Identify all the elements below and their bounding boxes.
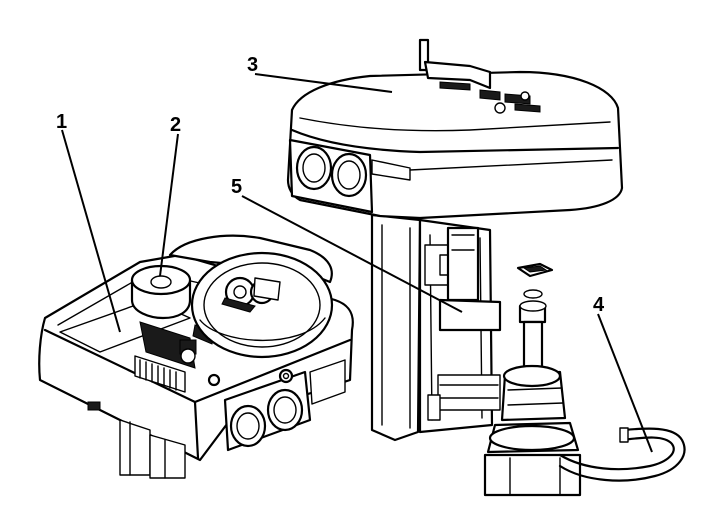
- motor-capacitor: [130, 264, 192, 320]
- callout-4: 4: [593, 294, 605, 316]
- leader-4: [597, 313, 653, 453]
- callout-labels: 1 2 3 4 5: [56, 54, 605, 316]
- gear-housing: [168, 234, 334, 359]
- callout-5: 5: [231, 176, 242, 198]
- actuator-cover: [286, 38, 624, 220]
- leader-3: [254, 73, 393, 93]
- actuator-column: [370, 213, 502, 442]
- callout-1: 1: [56, 111, 67, 133]
- leader-5: [241, 195, 463, 313]
- leader-lines: [61, 73, 653, 453]
- callout-3: 3: [247, 54, 258, 76]
- valve-bonnet: [483, 262, 582, 497]
- leader-1: [61, 129, 121, 333]
- leader-2: [159, 133, 179, 277]
- tube: [558, 427, 686, 482]
- callout-2: 2: [170, 114, 181, 136]
- terminal-board: [59, 299, 216, 393]
